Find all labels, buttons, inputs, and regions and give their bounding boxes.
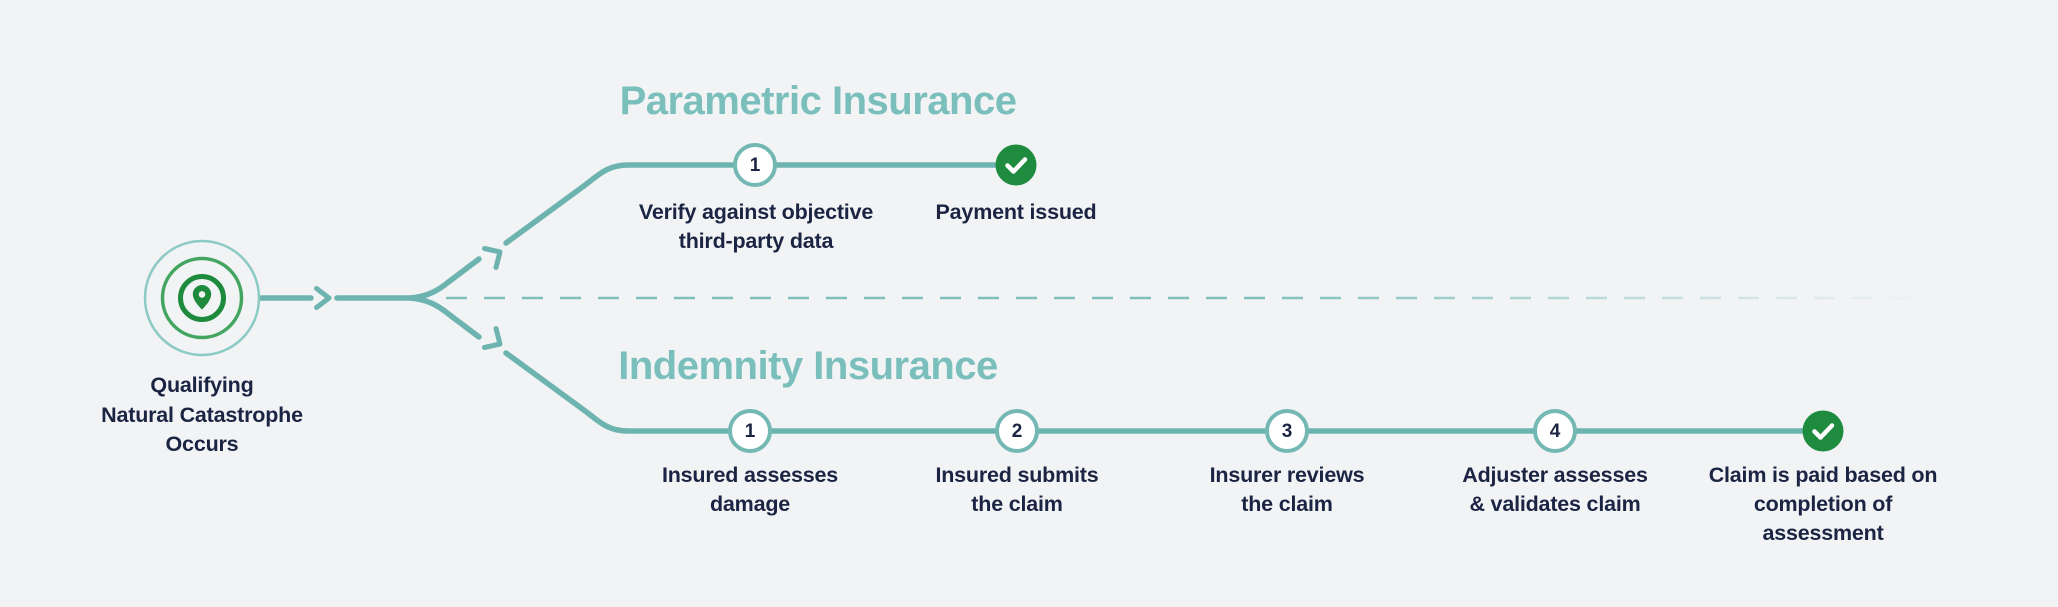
step-circle <box>995 409 1039 453</box>
step-number: 1 <box>745 421 756 442</box>
indemnity-step-1-label: Insured assesses damage <box>661 463 839 516</box>
success-circle <box>1802 410 1844 452</box>
parametric-outcome-label: Payment issued <box>935 200 1097 224</box>
indemnity-step-4-label: Adjuster assesses & validates claim <box>1462 463 1648 516</box>
parametric-step-1-node: 1 <box>733 143 777 187</box>
source-label: Qualifying Natural Catastrophe Occurs <box>101 373 303 456</box>
step-number: 4 <box>1550 421 1561 442</box>
step-circle <box>728 409 772 453</box>
step-number: 3 <box>1282 421 1293 442</box>
step-number: 2 <box>1012 421 1023 442</box>
upper-branch-line-2 <box>503 162 1019 246</box>
lower-arrow-chevron-icon <box>482 326 503 350</box>
location-pin-target-icon <box>143 239 261 357</box>
location-pin-dot <box>198 291 206 298</box>
indemnity-step-2-node: 2 <box>995 409 1039 453</box>
step-number: 1 <box>750 155 761 176</box>
success-circle <box>995 144 1037 186</box>
indemnity-outcome-node <box>1802 410 1844 452</box>
indemnity-outcome-label: Claim is paid based on completion of ass… <box>1708 463 1938 545</box>
step-circle <box>1265 409 1309 453</box>
check-icon <box>1812 423 1835 440</box>
indemnity-step-1-node: 1 <box>728 409 772 453</box>
step-circle <box>1533 409 1577 453</box>
target-outer-ring <box>143 239 261 357</box>
indemnity-step-4-node: 4 <box>1533 409 1577 453</box>
check-icon <box>1005 157 1028 174</box>
indemnity-step-3-label: Insurer reviews the claim <box>1209 463 1365 516</box>
parametric-flow-title: Parametric Insurance <box>619 79 1017 123</box>
target-middle-ring <box>160 256 244 340</box>
indemnity-step-3-node: 3 <box>1265 409 1309 453</box>
target-inner-ring <box>178 274 226 322</box>
parametric-outcome-node <box>995 144 1037 186</box>
upper-branch-line <box>408 256 482 301</box>
upper-arrow-chevron-icon <box>482 246 503 270</box>
indemnity-flow-title: Indemnity Insurance <box>618 344 998 388</box>
lower-branch-line-2 <box>503 350 1826 434</box>
indemnity-step-2-label: Insured submits the claim <box>935 463 1099 516</box>
lower-branch-line <box>408 295 482 340</box>
connector-lines <box>258 162 1826 434</box>
arrow-chevron-icon <box>314 286 332 310</box>
step-circle <box>733 143 777 187</box>
parametric-step-1-label: Verify against objective third-party dat… <box>638 200 874 253</box>
